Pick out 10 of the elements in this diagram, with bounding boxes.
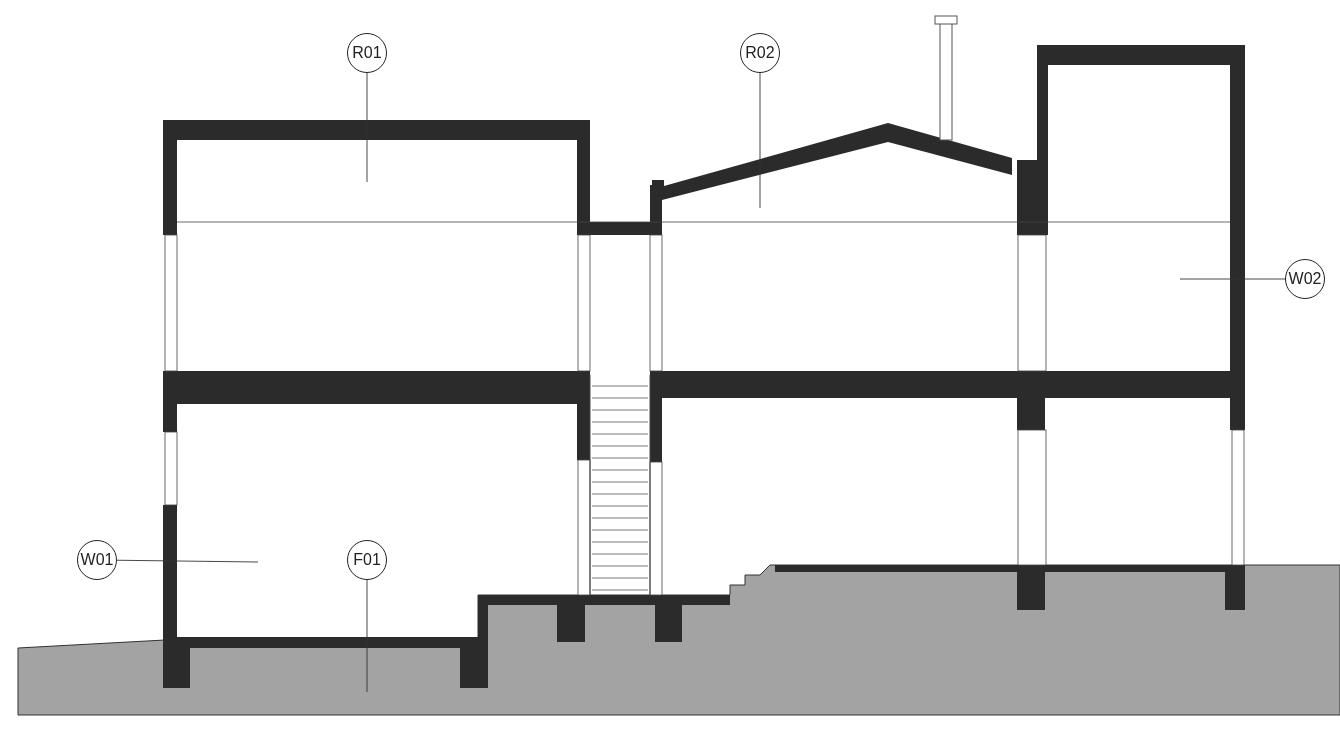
callout-label: W02 [1285,259,1325,299]
callout-label: R02 [740,33,780,73]
leader-line [1179,278,1286,280]
leader-line [116,559,259,563]
callout-label: W01 [77,540,117,580]
callout-label: R01 [347,33,387,73]
leader-line [366,72,368,183]
leader-line [366,579,368,693]
leader-line [759,72,761,209]
callout-label: F01 [347,540,387,580]
